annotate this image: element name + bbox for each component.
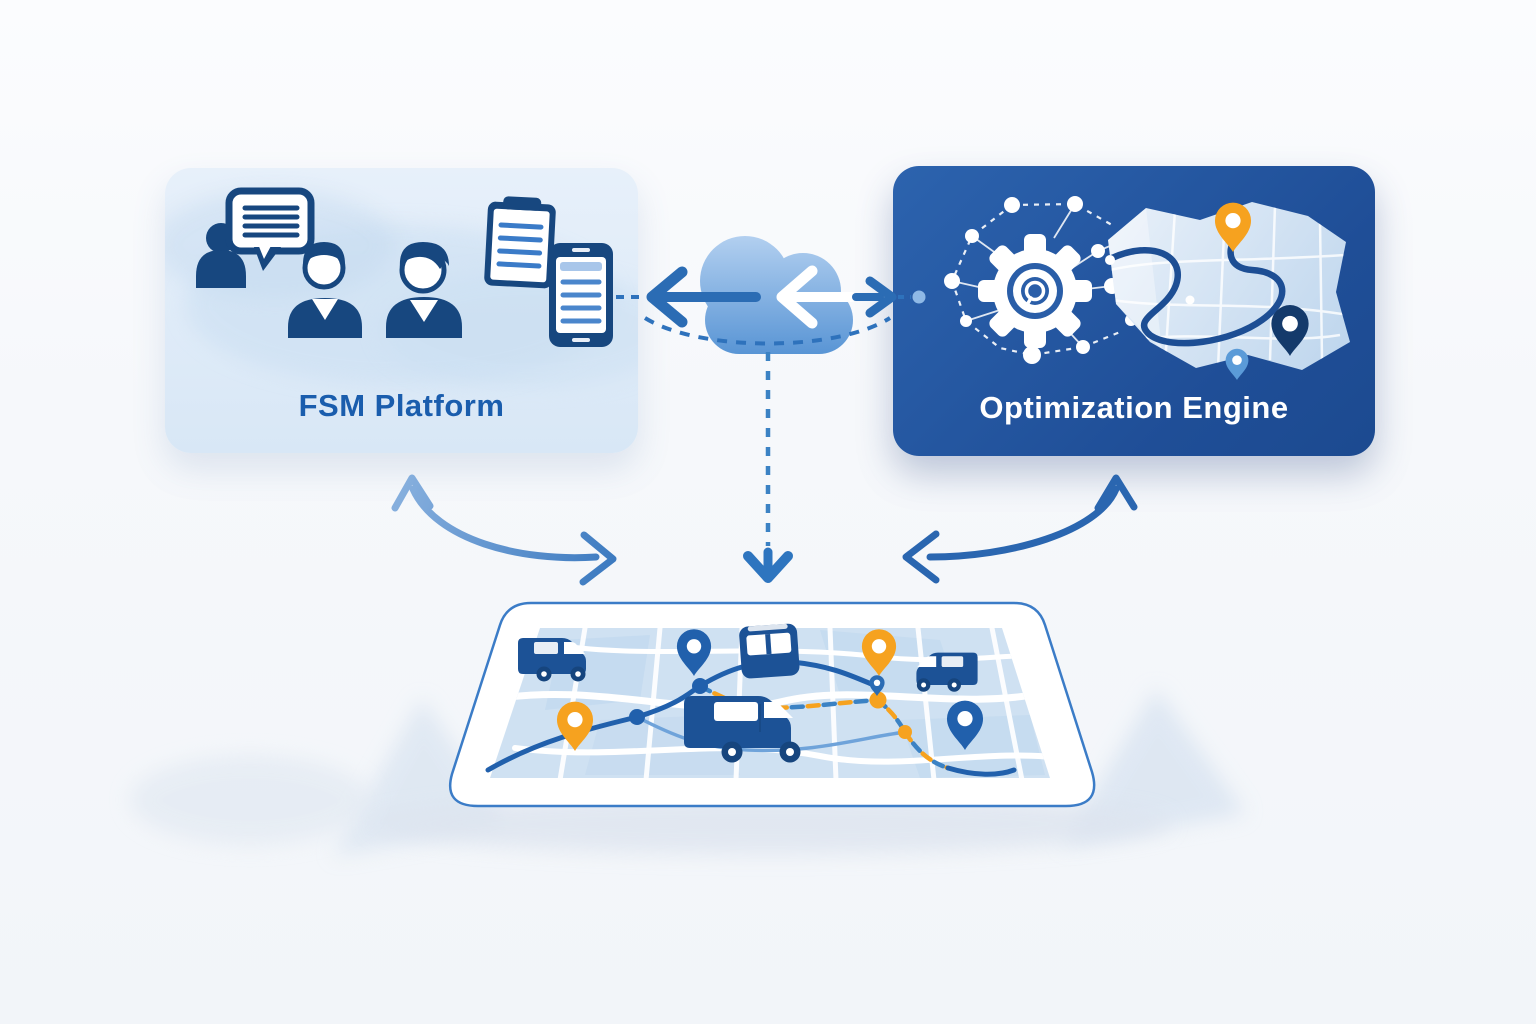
route-solid (485, 659, 879, 773)
engine-map-curved-arrow (902, 474, 1138, 584)
sync-right-arrow-icon (852, 276, 897, 318)
dashed-links (616, 295, 911, 346)
route-dashed (697, 683, 951, 771)
fleet-van-large-icon (684, 696, 801, 763)
cloud-to-map-arrow (743, 352, 793, 583)
orange-pin-icon (861, 629, 897, 676)
fsm-platform-label: FSM Platform (298, 388, 505, 423)
blue-pin-right-icon (946, 700, 984, 750)
mini-blue-pin-icon (869, 675, 885, 696)
fsm-map-curved-arrow (391, 474, 617, 586)
cloud-sync-icon (646, 236, 857, 354)
background-shapes (130, 688, 1246, 856)
fleet-van-left-icon (518, 638, 586, 682)
map-texture (490, 628, 1050, 778)
route-secondary (635, 715, 907, 753)
waypoint-nodes (629, 678, 912, 739)
fleet-van-right-icon (916, 652, 978, 692)
orange-pin-left-icon (556, 701, 594, 751)
fleet-bus-front-icon (739, 623, 800, 679)
dashed-arc (643, 316, 892, 346)
map-panel (449, 601, 1096, 808)
optimization-engine-label: Optimization Engine (979, 390, 1289, 425)
blue-pin-icon (676, 629, 712, 676)
